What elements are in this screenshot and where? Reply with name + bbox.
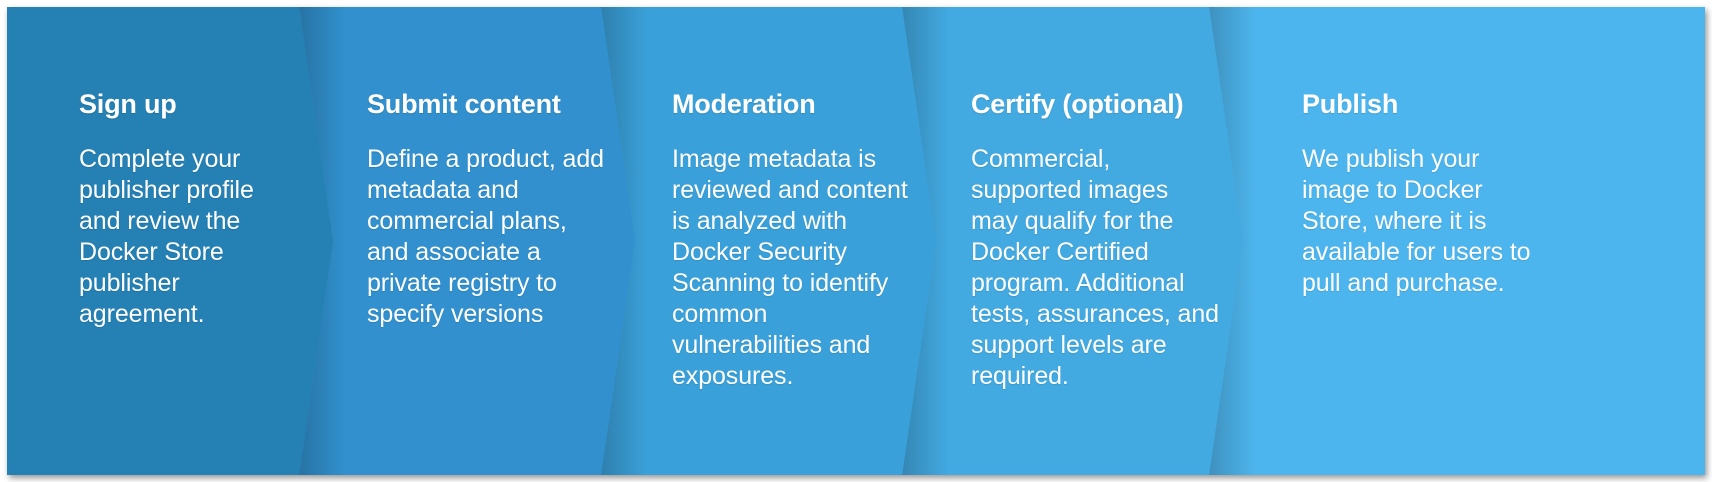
chevron-step-4-content: Certify (optional) Commercial, supported… [902, 7, 1280, 475]
chevron-step-5-fill [1209, 7, 1705, 475]
chevron-step-2-content: Submit content Define a product, add met… [299, 7, 672, 475]
diagram-frame: Sign up Complete your publisher profile … [7, 7, 1705, 475]
step-body: Complete your publisher profile and revi… [79, 145, 254, 328]
step-body: Image metadata is reviewed and content i… [672, 145, 908, 390]
step-title: Publish [1302, 89, 1399, 119]
step-body: Define a product, add metadata and comme… [367, 145, 604, 328]
step-body: We publish your image to Docker Store, w… [1302, 145, 1531, 297]
step-title: Sign up [79, 89, 177, 119]
step-title: Certify (optional) [971, 89, 1184, 119]
step-title: Submit content [367, 89, 561, 119]
chevron-step-4-fill [902, 7, 1280, 475]
chevron-step-3-content: Moderation Image metadata is reviewed an… [601, 7, 973, 475]
step-title: Moderation [672, 89, 816, 119]
chevron-step-2-fill [299, 7, 672, 475]
step-body: Commercial, supported images may qualify… [971, 145, 1219, 390]
chevron-step-1[interactable] [7, 7, 347, 475]
chevron-step-1-fill [7, 7, 347, 475]
diagram-stage: Sign up Complete your publisher profile … [7, 7, 1705, 475]
chevron-step-1-content: Sign up Complete your publisher profile … [7, 7, 347, 475]
chevron-step-2[interactable] [299, 7, 672, 475]
chevron-step-3-fill [601, 7, 973, 475]
chevron-step-5-content: Publish We publish your image to Docker … [1209, 7, 1705, 475]
